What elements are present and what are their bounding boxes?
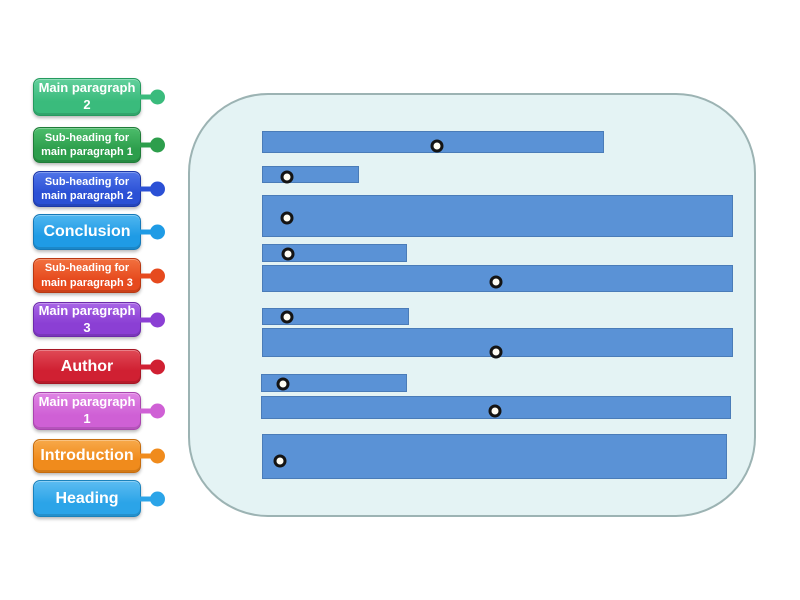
label-chip-text: Main paragraph 1 bbox=[38, 394, 136, 426]
connector-stem bbox=[140, 453, 153, 459]
connector-stem bbox=[140, 408, 153, 414]
label-chip-text: Sub-heading for main paragraph 1 bbox=[41, 131, 133, 158]
connector-dot bbox=[150, 137, 165, 153]
label-chip-conclusion[interactable]: Conclusion bbox=[33, 214, 165, 250]
connector-stem bbox=[140, 317, 153, 322]
label-chip-text: Heading bbox=[55, 489, 119, 507]
connector-stem bbox=[140, 273, 153, 278]
label-chip-text: Sub-heading for main paragraph 2 bbox=[41, 175, 133, 202]
connector-stem bbox=[140, 186, 153, 192]
label-chip-text: Main paragraph 3 bbox=[38, 302, 136, 335]
label-chip-sub-heading-for-main-paragraph-1[interactable]: Sub-heading for main paragraph 1 bbox=[33, 127, 165, 163]
connector-dot bbox=[150, 181, 165, 197]
drop-point-3[interactable] bbox=[280, 211, 294, 225]
drop-point-5[interactable] bbox=[489, 275, 503, 289]
connector-stem bbox=[140, 94, 153, 100]
label-chip-main-paragraph-2[interactable]: Main paragraph 2 bbox=[33, 78, 165, 116]
connector-dot bbox=[150, 359, 165, 374]
text-block-bar-3 bbox=[262, 195, 733, 237]
text-block-bar-6 bbox=[262, 308, 409, 325]
label-chip-main-paragraph-3[interactable]: Main paragraph 3 bbox=[33, 302, 165, 337]
drop-point-4[interactable] bbox=[281, 247, 295, 261]
text-block-bar-2 bbox=[262, 166, 359, 183]
text-block-bar-8 bbox=[261, 374, 407, 392]
text-block-bar-4 bbox=[262, 244, 407, 262]
drop-point-7[interactable] bbox=[489, 345, 503, 359]
connector-dot bbox=[150, 268, 165, 283]
connector-dot bbox=[150, 224, 165, 240]
label-chip-text: Conclusion bbox=[43, 223, 131, 241]
drop-point-8[interactable] bbox=[276, 377, 290, 391]
label-chip-introduction[interactable]: Introduction bbox=[33, 439, 165, 473]
label-chip-text: Introduction bbox=[40, 447, 134, 465]
label-chip-text: Sub-heading for main paragraph 3 bbox=[41, 262, 133, 289]
drop-point-10[interactable] bbox=[273, 454, 287, 468]
connector-dot bbox=[150, 491, 165, 506]
label-chip-main-paragraph-1[interactable]: Main paragraph 1 bbox=[33, 392, 165, 430]
connector-stem bbox=[140, 229, 153, 235]
label-chip-text: Author bbox=[60, 357, 114, 375]
text-block-bar-10 bbox=[262, 434, 727, 479]
connector-stem bbox=[140, 496, 153, 501]
connector-dot bbox=[150, 89, 165, 105]
connector-dot bbox=[150, 403, 165, 419]
label-chip-author[interactable]: Author bbox=[33, 349, 165, 384]
label-chip-sub-heading-for-main-paragraph-3[interactable]: Sub-heading for main paragraph 3 bbox=[33, 258, 165, 293]
label-chip-heading[interactable]: Heading bbox=[33, 480, 165, 517]
connector-stem bbox=[140, 142, 153, 148]
drop-point-9[interactable] bbox=[488, 404, 502, 418]
connector-dot bbox=[150, 448, 165, 464]
drop-point-2[interactable] bbox=[280, 170, 294, 184]
drop-point-1[interactable] bbox=[430, 139, 444, 153]
connector-dot bbox=[150, 312, 165, 327]
connector-stem bbox=[140, 364, 153, 369]
drop-point-6[interactable] bbox=[280, 310, 294, 324]
label-chip-sub-heading-for-main-paragraph-2[interactable]: Sub-heading for main paragraph 2 bbox=[33, 171, 165, 207]
label-chip-text: Main paragraph 2 bbox=[38, 80, 136, 112]
